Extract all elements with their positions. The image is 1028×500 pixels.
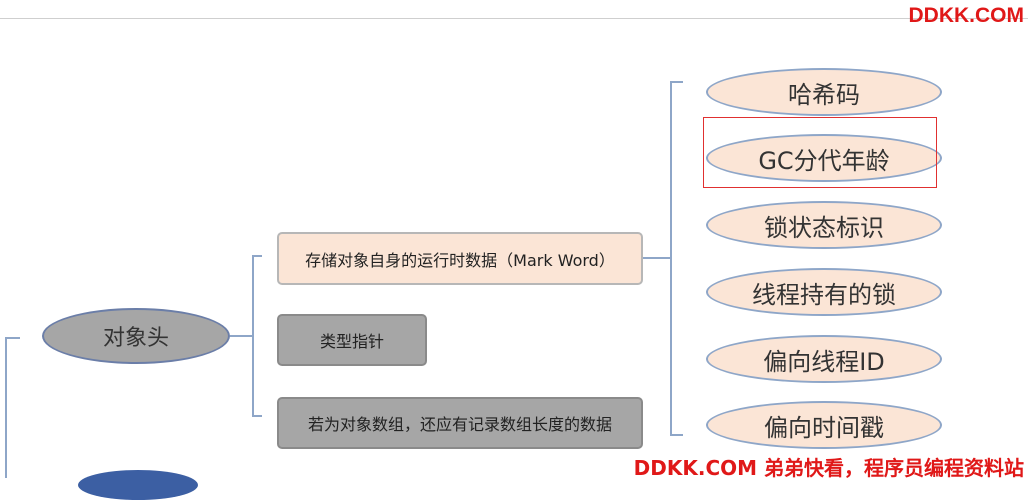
partial-node-bottom (78, 470, 198, 500)
type-pointer-node: 类型指针 (277, 314, 427, 366)
root-node: 对象头 (42, 308, 230, 364)
watermark-bottom: DDKK.COM 弟弟快看，程序员编程资料站 (633, 456, 1024, 480)
root-children-bracket (230, 255, 262, 417)
array-length-node: 若为对象数组，还应有记录数组长度的数据 (277, 397, 643, 449)
left-edge-bracket (5, 337, 20, 478)
top-divider (0, 18, 1028, 19)
diagram-canvas: DDKK.COM 对象头 存储对象自身的运行时数据（Mark Word） 类型指… (0, 4, 1028, 500)
connector-lines (5, 81, 683, 478)
gc-age-highlight (703, 117, 937, 188)
bias-thread-id-node: 偏向线程ID (706, 335, 942, 383)
hash-code-node: 哈希码 (706, 68, 942, 116)
thread-lock-node: 线程持有的锁 (706, 268, 942, 316)
markword-items-bracket (643, 81, 683, 436)
watermark-top: DDKK.COM (908, 4, 1025, 27)
bias-timestamp-node: 偏向时间戳 (706, 401, 942, 449)
mark-word-node: 存储对象自身的运行时数据（Mark Word） (277, 232, 643, 285)
gc-age-node: GC分代年龄 (706, 134, 942, 182)
lock-state-node: 锁状态标识 (706, 201, 942, 249)
